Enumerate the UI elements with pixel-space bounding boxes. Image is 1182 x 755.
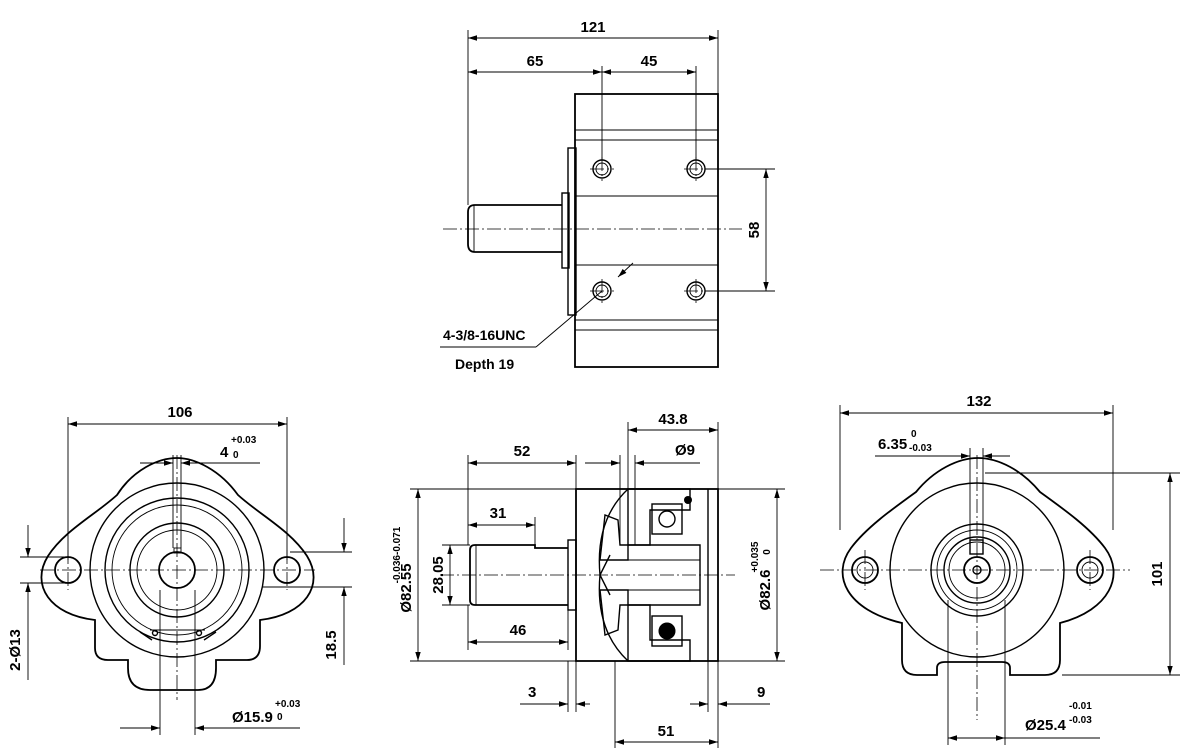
dim-width: 132 [966, 393, 991, 410]
key-slot [173, 547, 182, 554]
dim-bore-dia: Ø25.4 [1025, 717, 1067, 734]
dim-9: 9 [757, 684, 765, 701]
dim-shaft-dia: Ø15.9 [232, 709, 273, 726]
dim-46: 46 [510, 622, 527, 639]
key-slot [969, 539, 984, 555]
dim-key-tol-upper: +0.03 [231, 435, 257, 446]
dim-28-05: 28.05 [430, 556, 447, 594]
dim-hole-spacing-y: 58 [746, 222, 763, 239]
dim-52: 52 [514, 443, 531, 460]
right-view: 132 6.35 0 -0.03 101 Ø25.4 -0.01 -0.03 [820, 393, 1180, 745]
section-view: 43.8 Ø9 52 31 28.05 Ø82.55 -0.036-0.071 … [392, 411, 785, 748]
dim-key-tol-lower: -0.03 [909, 443, 932, 454]
dim-key-tol-upper: 0 [911, 429, 917, 440]
dim-pilot: Ø82.55 [398, 563, 415, 612]
dim-pilot-tol: -0.036-0.071 [392, 526, 403, 583]
mounting-flange [567, 147, 577, 316]
dim-bore-tol-upper: +0.035 [750, 541, 761, 572]
bearing-upper [651, 503, 683, 535]
dim-bore-tol-lower: 0 [762, 549, 773, 555]
top-view: 121 65 45 58 4-3/8-16UNC Depth 19 [440, 19, 775, 372]
dim-key: 6.35 [878, 436, 907, 453]
left-view: 106 4 +0.03 0 2-Ø13 18.5 Ø15.9 +0.03 0 [7, 404, 352, 735]
pilot-step [561, 192, 570, 269]
thread-callout: 4-3/8-16UNC [443, 327, 525, 343]
dim-shaft-tol-lower: 0 [277, 712, 283, 723]
dim-key-width: 4 [220, 444, 229, 461]
input-shaft [467, 204, 562, 253]
dim-3: 3 [528, 684, 536, 701]
section-hatch-upper [599, 488, 691, 561]
dim-shaft-tol-upper: +0.03 [275, 699, 301, 710]
section-hatch-lower [599, 589, 691, 662]
dim-hole-offset: 18.5 [323, 630, 340, 659]
threaded-hole [590, 157, 614, 181]
threaded-hole [684, 157, 708, 181]
dim-left-length: 65 [527, 53, 544, 70]
dim-bore-tol-lower: -0.03 [1069, 715, 1092, 726]
gearbox-body-outline [574, 93, 719, 368]
dim-bore-tol-upper: -0.01 [1069, 701, 1092, 712]
dim-height: 101 [1149, 561, 1166, 586]
dim-overall-length: 121 [580, 19, 605, 36]
flange-outline [40, 457, 315, 691]
bearing-lower [651, 615, 683, 647]
dim-width: 106 [167, 404, 192, 421]
thread-depth: Depth 19 [455, 356, 514, 372]
dim-43-8: 43.8 [658, 411, 687, 428]
flange-outline [841, 457, 1115, 676]
input-shaft [469, 544, 568, 606]
dim-hole-spacing-x: 45 [641, 53, 658, 70]
dim-bore: Ø82.6 [757, 570, 774, 611]
dim-phi9: Ø9 [675, 442, 695, 459]
dim-key-tol-lower: 0 [233, 450, 239, 461]
dim-51: 51 [658, 723, 675, 740]
dim-holes: 2-Ø13 [7, 629, 24, 671]
dim-31: 31 [490, 505, 507, 522]
threaded-hole [684, 279, 708, 303]
